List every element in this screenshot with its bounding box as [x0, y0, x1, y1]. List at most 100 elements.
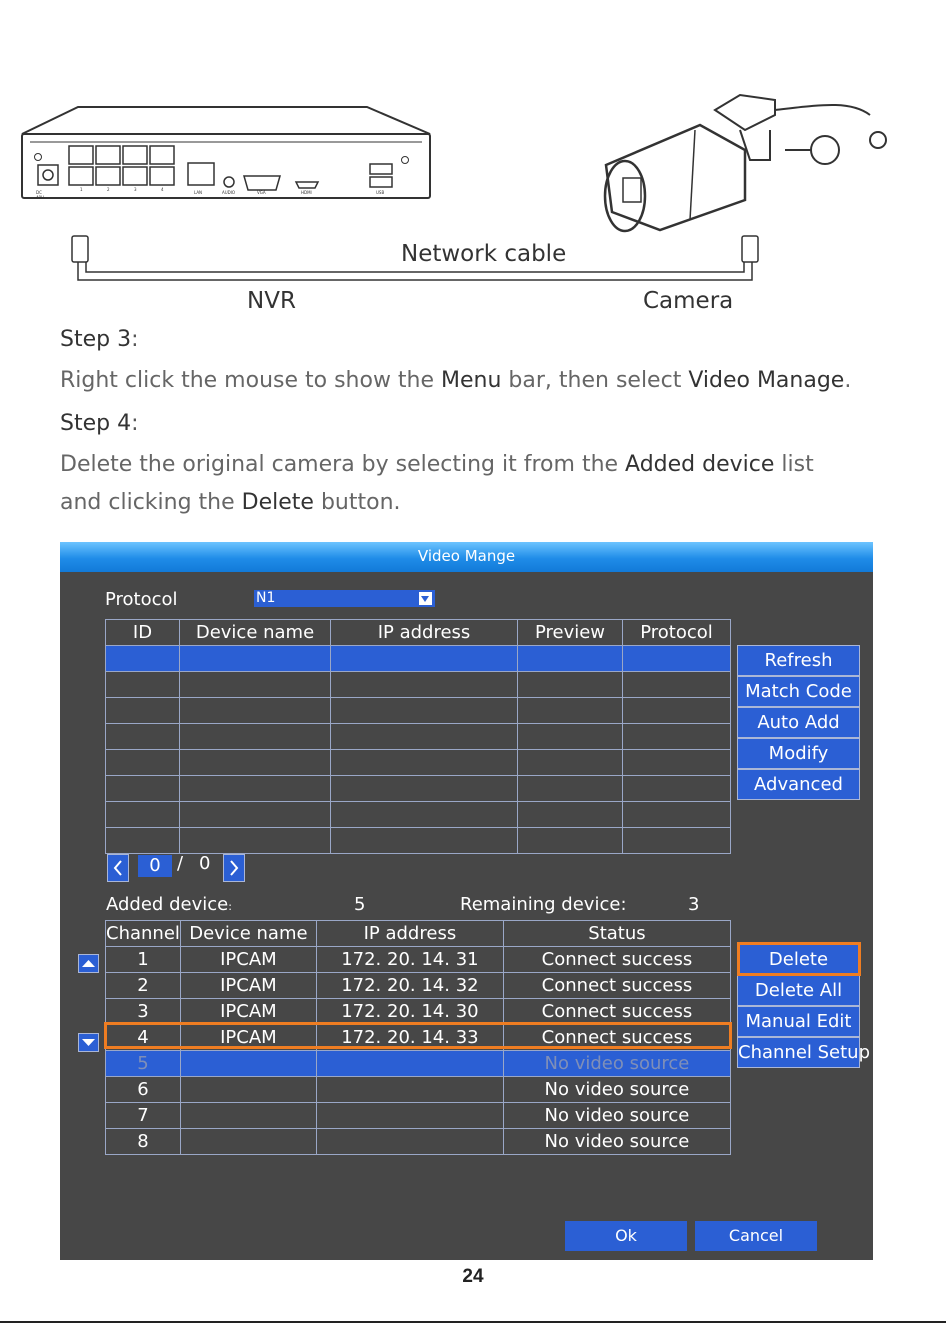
table-cell — [330, 801, 518, 828]
status-cell: No video source — [502, 1050, 732, 1077]
prev-page-button[interactable] — [107, 854, 129, 882]
scroll-up-button[interactable] — [78, 954, 99, 973]
camera-label: Camera — [643, 288, 734, 314]
device-name-cell: IPCAM — [179, 946, 317, 973]
refresh-button[interactable]: Refresh — [737, 645, 860, 676]
channel-cell: 5 — [105, 1050, 181, 1077]
auto-add-button[interactable]: Auto Add — [737, 707, 860, 738]
match-code-button[interactable]: Match Code — [737, 676, 860, 707]
column-header-id[interactable]: ID — [105, 619, 180, 646]
device-name-cell — [179, 1076, 317, 1103]
connection-diagram: Network cable NVR Camera DC 48V LAN AUDI… — [0, 0, 946, 330]
advanced-button[interactable]: Advanced — [737, 769, 860, 800]
table-cell — [330, 723, 518, 750]
step4-title: Step 4 — [60, 411, 132, 436]
column-header-device-name[interactable]: Device name — [179, 920, 317, 947]
table-cell — [517, 645, 623, 672]
step3-text-before: Right click the mouse to show the — [60, 368, 442, 393]
table-row[interactable] — [105, 723, 731, 750]
modify-button[interactable]: Modify — [737, 738, 860, 769]
network-cable-label: Network cable — [401, 241, 567, 267]
chevron-right-icon — [230, 860, 239, 876]
protocol-select[interactable]: N1 — [254, 590, 435, 607]
column-header-channel[interactable]: Channel — [105, 920, 181, 947]
step3-video-manage-highlight: Video Manage — [688, 368, 845, 393]
remaining-device-colon: : — [620, 894, 627, 915]
dropdown-arrow-icon[interactable] — [419, 592, 432, 605]
next-page-button[interactable] — [223, 854, 245, 882]
table-cell — [179, 697, 331, 724]
step4-text-before: Delete the original camera by selecting … — [60, 452, 626, 477]
poe-number-4: 4 — [161, 187, 164, 192]
channel-cell: 4 — [105, 1024, 181, 1051]
scroll-down-button[interactable] — [78, 1033, 99, 1052]
channel-cell: 1 — [105, 946, 181, 973]
page-number: 24 — [462, 1266, 484, 1287]
port-label-lan: LAN — [194, 190, 203, 195]
device-name-cell — [179, 1102, 317, 1129]
column-header-status[interactable]: Status — [502, 920, 732, 947]
ip-address-cell: 172. 20. 14. 33 — [315, 1024, 504, 1051]
status-cell: No video source — [502, 1076, 732, 1103]
page-total: 0 — [199, 853, 211, 874]
added-device-label-text: Added device — [106, 894, 229, 915]
ip-address-cell: 172. 20. 14. 31 — [315, 946, 504, 973]
protocol-value: N1 — [256, 590, 276, 606]
column-header-preview[interactable]: Preview — [517, 619, 623, 646]
table-row[interactable] — [105, 775, 731, 802]
table-cell — [622, 775, 731, 802]
delete-all-button[interactable]: Delete All — [737, 975, 860, 1006]
table-cell — [179, 749, 331, 776]
step3-menu-highlight: Menu — [441, 368, 502, 393]
table-row[interactable] — [105, 671, 731, 698]
channel-setup-button[interactable]: Channel Setup — [737, 1037, 870, 1068]
step3-colon: : — [131, 327, 139, 352]
step4-added-device-highlight: Added device — [625, 452, 775, 477]
table-cell — [622, 749, 731, 776]
video-manage-window: Video Mange Protocol N1 ID Device name I… — [60, 542, 873, 1260]
port-label-dc: DC 48V — [36, 190, 44, 200]
table-cell — [105, 645, 180, 672]
table-row[interactable] — [105, 749, 731, 776]
added-device-colon: : — [228, 900, 232, 913]
column-header-device-name[interactable]: Device name — [179, 619, 331, 646]
table-cell — [622, 801, 731, 828]
table-cell — [105, 697, 180, 724]
table-row[interactable] — [105, 801, 731, 828]
step4-text-mid: list and clicking the — [60, 452, 814, 515]
table-cell — [517, 671, 623, 698]
column-header-ip-address[interactable]: IP address — [330, 619, 518, 646]
table-row[interactable] — [105, 827, 731, 854]
table-row[interactable] — [105, 697, 731, 724]
poe-number-3: 3 — [134, 187, 137, 192]
column-header-protocol[interactable]: Protocol — [622, 619, 731, 646]
step3-text-mid: bar, then select — [501, 368, 689, 393]
table-cell — [179, 671, 331, 698]
cancel-button[interactable]: Cancel — [695, 1221, 817, 1251]
table-cell — [622, 671, 731, 698]
manual-edit-button[interactable]: Manual Edit — [737, 1006, 860, 1037]
delete-button[interactable]: Delete — [737, 944, 860, 975]
remaining-device-label-text: Remaining device — [460, 894, 621, 915]
page-current-field[interactable]: 0 — [138, 855, 172, 877]
column-header-ip-address[interactable]: IP address — [315, 920, 504, 947]
table-row[interactable]: 5 No video source — [105, 1050, 732, 1077]
channel-cell: 7 — [105, 1102, 181, 1129]
ok-button[interactable]: Ok — [565, 1221, 687, 1251]
step4-text-end: button. — [313, 490, 401, 515]
table-row[interactable] — [105, 645, 731, 672]
device-name-cell — [179, 1050, 317, 1077]
device-name-cell: IPCAM — [179, 998, 317, 1025]
device-name-cell: IPCAM — [179, 1024, 317, 1051]
table-cell — [330, 697, 518, 724]
table-cell — [622, 827, 731, 854]
step4-text: Delete the original camera by selecting … — [60, 446, 820, 522]
table-cell — [330, 827, 518, 854]
